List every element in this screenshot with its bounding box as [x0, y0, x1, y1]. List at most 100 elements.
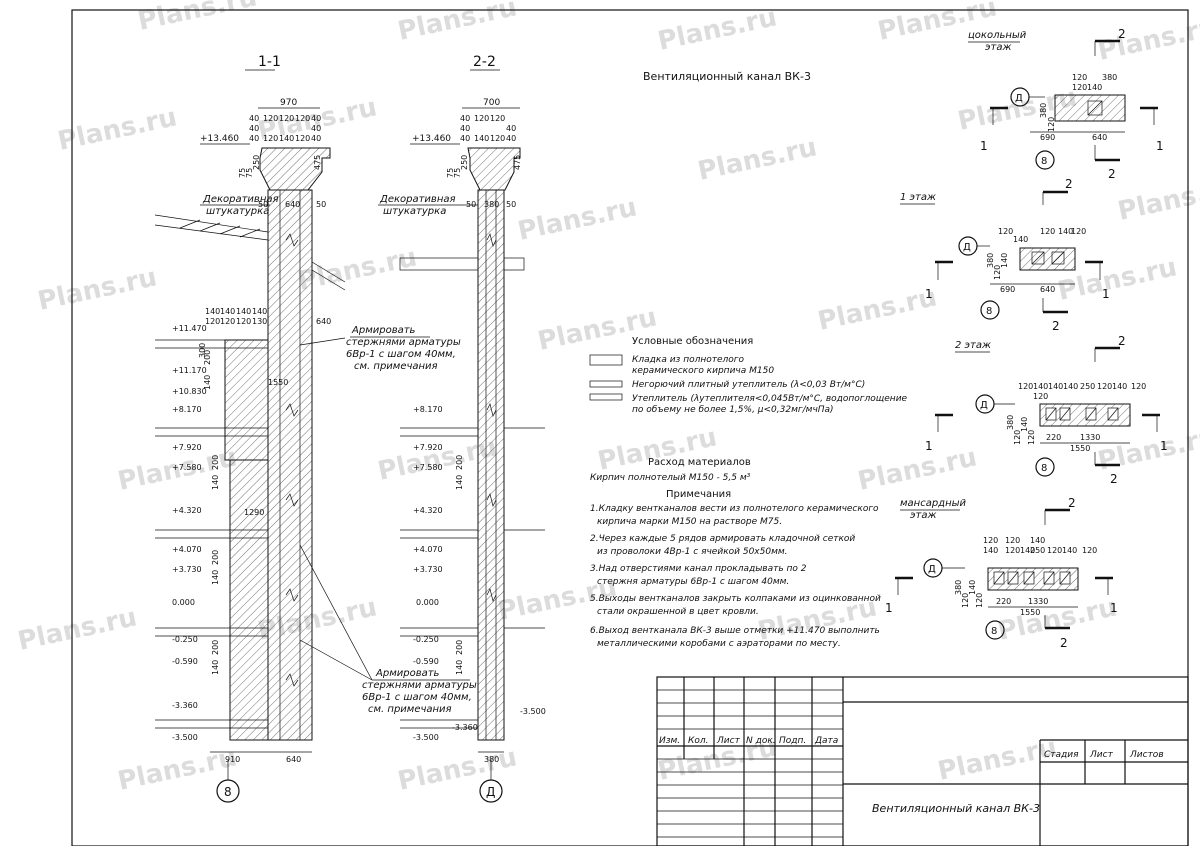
- legend-swatch-brick: [589, 354, 623, 366]
- plan-dim: 120: [983, 536, 998, 545]
- s2-dim: 40: [460, 134, 470, 143]
- s2-dim: 40: [506, 124, 516, 133]
- s1-axis-8: 8: [224, 785, 232, 799]
- plan-dim: 640: [1092, 133, 1107, 142]
- s1-dim-640-r: 640: [316, 317, 331, 326]
- sheet-frame: [71, 9, 1189, 846]
- watermark-text: Plans.ru: [815, 282, 939, 336]
- note-line: 1.Кладку вентканалов вести из полнотелог…: [590, 504, 879, 514]
- plan-cut1-label: 1: [925, 439, 933, 453]
- legend-item-1b: керамического кирпича М150: [632, 366, 774, 376]
- s1-elev: -0.590: [172, 657, 198, 666]
- s2-elev: +8.170: [413, 405, 443, 414]
- plan-cut2-label-b: 2: [1052, 319, 1060, 333]
- note-line: металлическими коробами с аэраторами по …: [597, 639, 841, 649]
- s1-elev: +8.170: [172, 405, 202, 414]
- s1-dim-1550: 1550: [268, 378, 288, 387]
- s2-roof-slab-r: [503, 257, 525, 271]
- s1-dim-300: 300: [198, 343, 207, 358]
- s1-elev: +4.070: [172, 545, 202, 554]
- tb-header: Лист: [716, 736, 741, 746]
- plan-label: мансардный: [900, 498, 967, 509]
- s2-shaft: [477, 189, 505, 741]
- s1-dim: 40: [249, 124, 259, 133]
- break-marks: [285, 232, 497, 687]
- s1-dim: 120: [263, 134, 278, 143]
- s1-elev: +7.920: [172, 443, 202, 452]
- plan-dim: 140: [983, 546, 998, 555]
- tb-header: Изм.: [659, 736, 680, 746]
- s1-dim-910: 910: [225, 755, 240, 764]
- s2-elev-top: +13.460: [412, 134, 451, 144]
- s1-dim-140: 140: [211, 660, 220, 675]
- s1-dim-640-b: 640: [286, 755, 301, 764]
- s1-dim-75b: 75: [245, 168, 254, 178]
- plan-axis-8: 8: [991, 626, 997, 637]
- s2-elev: -3.360: [452, 723, 478, 732]
- legend-item-3a: Утеплитель (λутеплителя<0,045Вт/м°С, вод…: [632, 394, 908, 404]
- note-line: 3.Над отверстиями канал прокладывать по …: [590, 564, 807, 574]
- s1-elev: -3.500: [172, 733, 198, 742]
- s2-elev: +4.070: [413, 545, 443, 554]
- plan-dim: 120: [993, 265, 1002, 280]
- plan-dim: 120: [1013, 430, 1022, 445]
- s1-lower-mass-2: [229, 459, 269, 741]
- plan-dim: 220: [1046, 433, 1061, 442]
- legend-item-3b: по объему не более 1,5%, μ<0,32мг/мчПа): [632, 405, 834, 415]
- s1-dim: 130: [252, 317, 267, 326]
- s1-elev: 0.000: [172, 598, 195, 607]
- s2-elev: +7.920: [413, 443, 443, 452]
- legend-heading: Условные обозначения: [632, 336, 753, 347]
- s1-reinf-top-2: стержнями арматуры: [346, 337, 461, 348]
- plan-floor-1: 1 этаж 2 1 1 Д 120 120 140 140 120 380 1…: [900, 177, 1110, 333]
- plan-dim: 140: [1020, 417, 1029, 432]
- watermark-text: Plans.ru: [995, 592, 1119, 646]
- plan-dim: 1550: [1070, 444, 1090, 453]
- s2-dim-50a: 50: [466, 200, 476, 209]
- plan-label: 1 этаж: [900, 192, 936, 203]
- s2-elev: +7.580: [413, 463, 443, 472]
- s1-dim: 120: [263, 114, 278, 123]
- s1-dim-200: 200: [211, 455, 220, 470]
- watermark-text: Plans.ru: [395, 0, 519, 47]
- s1-dim: 140: [236, 307, 251, 316]
- watermark-text: Plans.ru: [1095, 422, 1200, 476]
- s1-dim: 140: [279, 134, 294, 143]
- s1-elev: +11.470: [172, 324, 207, 333]
- plan-dim: 640: [1040, 285, 1055, 294]
- materials-notes: Расход материалов Кирпич полнотелый М150…: [590, 457, 881, 649]
- s2-dim: 40: [506, 134, 516, 143]
- s1-dim: 120: [279, 114, 294, 123]
- notes-heading: Примечания: [666, 489, 731, 500]
- s1-elev: +4.320: [172, 506, 202, 515]
- s1-dim-50b: 50: [316, 200, 326, 209]
- s2-dim-250: 250: [460, 155, 469, 170]
- materials-line: Кирпич полнотелый М150 - 5,5 м³: [590, 473, 751, 483]
- plan-dim: 140: [1087, 83, 1102, 92]
- s2-dim-475: 475: [513, 155, 522, 170]
- s2-elev: -3.500: [520, 707, 546, 716]
- tb-stage-header: Листов: [1129, 750, 1164, 760]
- title-block: Изм. Кол. Лист N док. Подп. Дата Стадия …: [656, 676, 1189, 846]
- plan-axis-8: 8: [986, 306, 992, 317]
- legend: Условные обозначения Кладка из полнотело…: [589, 336, 908, 415]
- plan-dim: 250: [1080, 382, 1095, 391]
- s2-dim: 40: [460, 124, 470, 133]
- plan-dim: 140: [1030, 536, 1045, 545]
- s2-dim-50b: 50: [506, 200, 516, 209]
- s1-dim-970: 970: [280, 98, 297, 108]
- s1-reinf-bot-2: стержнями арматуры: [362, 680, 477, 691]
- plan-cut2-label-b: 2: [1060, 636, 1068, 650]
- legend-swatch-insul: [589, 393, 623, 401]
- note-line: из проволоки 4Вр-1 с ячейкой 50х50мм.: [597, 547, 788, 557]
- plan-dim: 120: [998, 227, 1013, 236]
- s1-dim: 140: [220, 307, 235, 316]
- s1-dim: 40: [311, 124, 321, 133]
- watermark-text: Plans.ru: [695, 132, 819, 186]
- s2-plaster-2: штукатурка: [383, 206, 446, 217]
- plan-dim: 120: [975, 593, 984, 608]
- plan-floor-2: 2 этаж 2 1 1 Д 120 140 140 120 140 250 1…: [925, 334, 1168, 486]
- s1-dim: 140: [252, 307, 267, 316]
- plan-dim: 120: [1018, 382, 1033, 391]
